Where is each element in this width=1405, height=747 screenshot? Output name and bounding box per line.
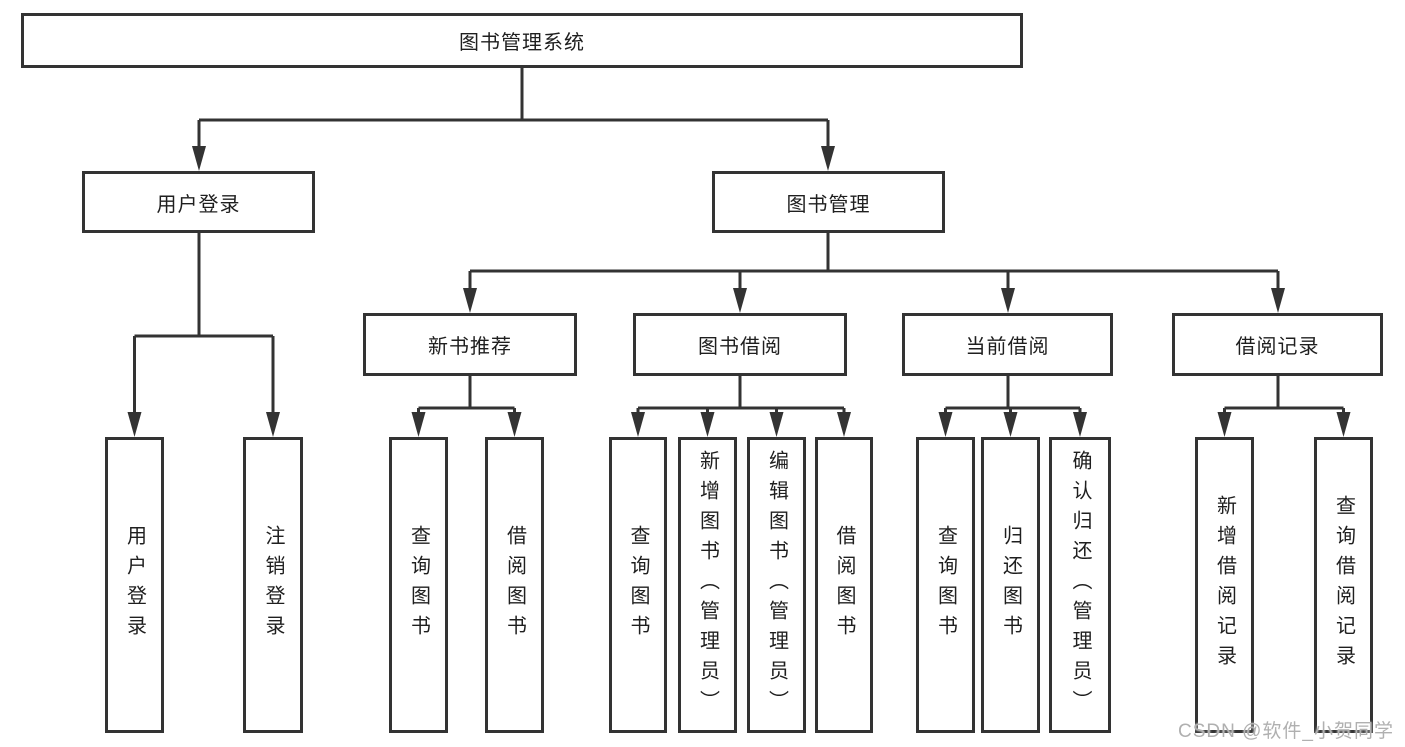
- node-library-management-system: 图书管理系统: [21, 13, 1023, 68]
- leaf-records-add-record: 新增借阅记录: [1195, 437, 1254, 733]
- node-new-book-recommend: 新书推荐: [363, 313, 577, 376]
- node-book-management: 图书管理: [712, 171, 945, 233]
- arrowhead-icons: [127, 146, 1351, 437]
- node-book-borrow: 图书借阅: [633, 313, 847, 376]
- leaf-current-query-books: 查询图书: [916, 437, 975, 733]
- leaf-records-query-record: 查询借阅记录: [1314, 437, 1373, 733]
- leaf-user-login: 用户登录: [105, 437, 164, 733]
- leaf-recommend-borrow-books: 借阅图书: [485, 437, 544, 733]
- csdn-watermark: CSDN @软件_小贺同学: [1178, 721, 1394, 742]
- leaf-borrow-query-books: 查询图书: [609, 437, 667, 733]
- node-borrow-records: 借阅记录: [1172, 313, 1383, 376]
- leaf-borrow-edit-books-admin: 编辑图书（管理员）: [747, 437, 806, 733]
- leaf-current-confirm-return-admin: 确认归还（管理员）: [1049, 437, 1111, 733]
- leaf-logout-login: 注销登录: [243, 437, 303, 733]
- leaf-recommend-query-books: 查询图书: [389, 437, 448, 733]
- leaf-borrow-add-books-admin: 新增图书（管理员）: [678, 437, 737, 733]
- node-current-borrow: 当前借阅: [902, 313, 1113, 376]
- leaf-current-return-books: 归还图书: [981, 437, 1040, 733]
- leaf-borrow-borrow-books: 借阅图书: [815, 437, 873, 733]
- node-user-login: 用户登录: [82, 171, 315, 233]
